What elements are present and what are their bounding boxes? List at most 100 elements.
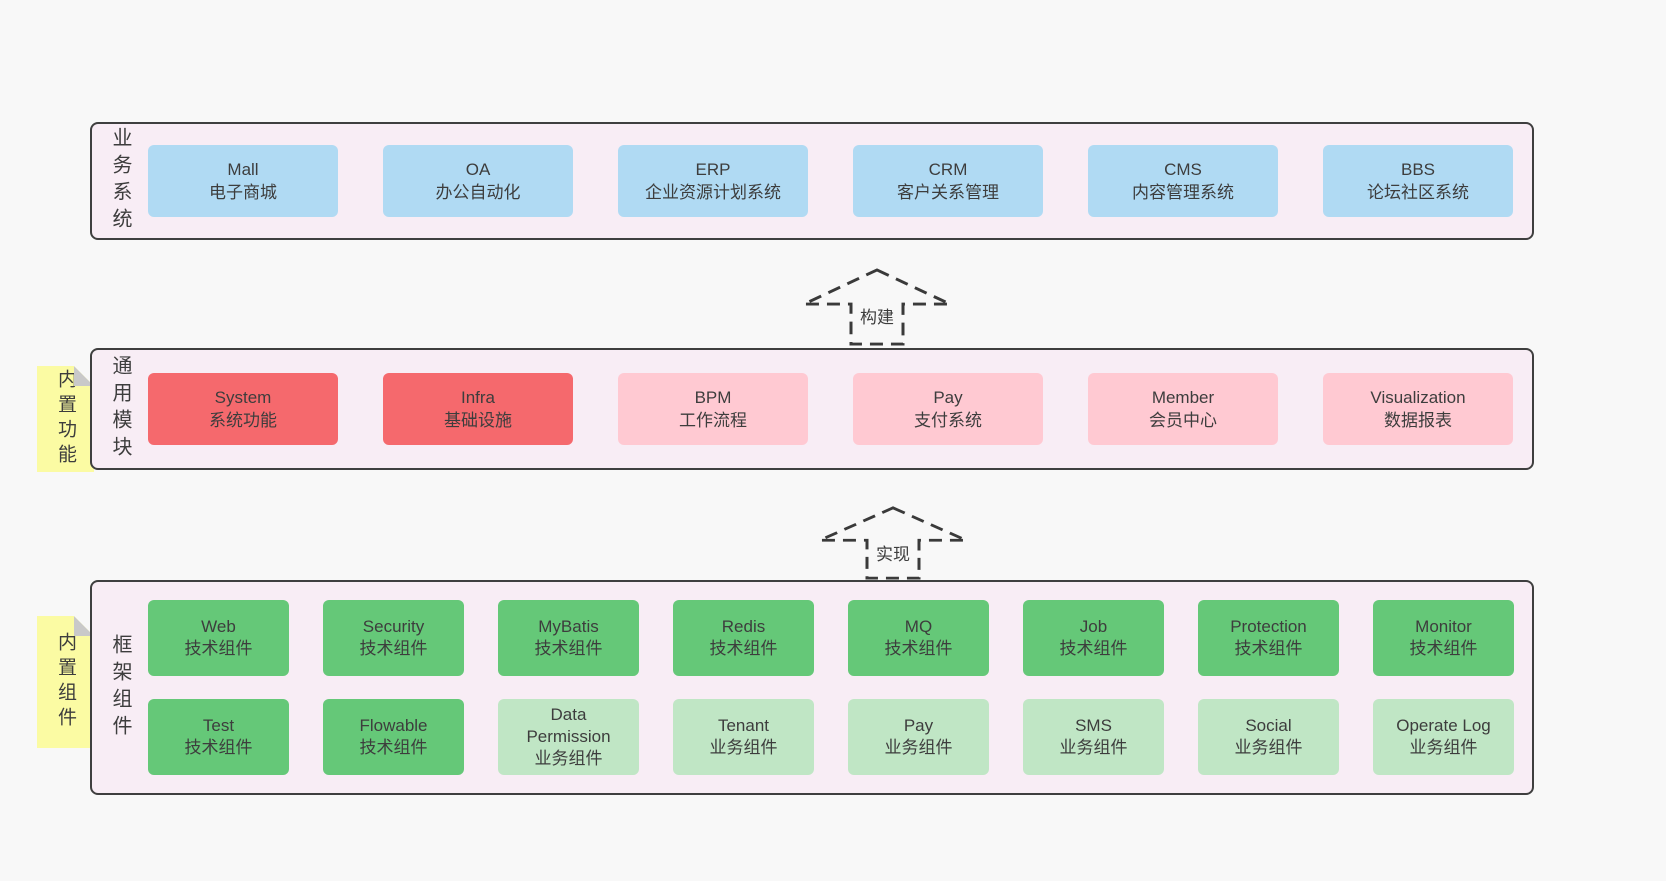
business-systems-boxes: Mall 电子商城 OA 办公自动化 ERP 企业资源计划系统 CRM 客户关系管理 CMS 内容… <box>148 124 1533 238</box>
box-title: Pay <box>933 388 963 407</box>
box-title: Operate Log <box>1396 716 1491 735</box>
box-title: Tenant <box>717 716 770 735</box>
box-subtitle: 技术组件 <box>184 639 253 658</box>
dashed-up-arrow-icon <box>819 506 967 580</box>
box-subtitle: 支付系统 <box>914 411 982 430</box>
box-subtitle: 企业资源计划系统 <box>645 183 781 202</box>
box-redis: Redis 技术组件 <box>673 600 814 676</box>
box-web: Web 技术组件 <box>148 600 289 676</box>
box-monitor: Monitor 技术组件 <box>1373 600 1514 676</box>
box-subtitle: 系统功能 <box>209 411 277 430</box>
box-title: Protection <box>1230 617 1307 636</box>
box-mq: MQ 技术组件 <box>848 600 989 676</box>
box-subtitle: 技术组件 <box>1059 639 1128 658</box>
box-infra: Infra 基础设施 <box>383 373 573 445</box>
panel-label-column: 框架组件 <box>92 582 148 793</box>
box-protection: Protection 技术组件 <box>1198 600 1339 676</box>
common-modules-title: 通用模块 <box>109 355 131 463</box>
box-subtitle: 技术组件 <box>359 639 428 658</box>
box-subtitle: 技术组件 <box>709 639 778 658</box>
dashed-up-arrow-icon <box>803 268 951 346</box>
box-subtitle: 业务组件 <box>1409 738 1478 757</box>
box-data-permission: Data Permission 业务组件 <box>498 699 639 775</box>
box-title: Monitor <box>1415 617 1472 636</box>
box-subtitle: 会员中心 <box>1149 411 1217 430</box>
builtin-components-tab: 内置组件 <box>37 616 94 748</box>
box-subtitle: 内容管理系统 <box>1132 183 1234 202</box>
box-subtitle: 电子商城 <box>209 183 277 202</box>
box-title: BPM <box>694 388 732 407</box>
box-title: ERP <box>695 160 731 179</box>
box-erp: ERP 企业资源计划系统 <box>618 145 808 217</box>
box-title: Pay <box>903 716 934 735</box>
box-subtitle: 业务组件 <box>1059 738 1128 757</box>
box-title: Flowable <box>359 716 428 735</box>
box-title: Test <box>202 716 235 735</box>
business-systems-panel: 业务系统 Mall 电子商城 OA 办公自动化 ERP 企业资源计划系统 CRM 客户关系管理… <box>90 122 1534 240</box>
box-security: Security 技术组件 <box>323 600 464 676</box>
box-title: BBS <box>1400 160 1436 179</box>
box-pay: Pay 业务组件 <box>848 699 989 775</box>
box-subtitle: 技术组件 <box>184 738 253 757</box>
box-subtitle: 客户关系管理 <box>897 183 999 202</box>
box-subtitle: 业务组件 <box>534 749 603 768</box>
business-systems-title: 业务系统 <box>109 127 131 235</box>
framework-components-title: 框架组件 <box>109 633 131 742</box>
box-title: SMS <box>1075 716 1112 735</box>
box-title: Visualization <box>1370 388 1466 407</box>
build-arrow-label: 构建 <box>857 302 897 330</box>
box-title: Infra <box>460 388 496 407</box>
box-mall: Mall 电子商城 <box>148 145 338 217</box>
box-member: Member 会员中心 <box>1088 373 1278 445</box>
box-subtitle: 技术组件 <box>1234 639 1303 658</box>
box-test: Test 技术组件 <box>148 699 289 775</box>
box-flowable: Flowable 技术组件 <box>323 699 464 775</box>
box-title: OA <box>465 160 491 179</box>
box-cms: CMS 内容管理系统 <box>1088 145 1278 217</box>
box-subtitle: 数据报表 <box>1384 411 1452 430</box>
box-oa: OA 办公自动化 <box>383 145 573 217</box>
box-title: Mall <box>227 160 259 179</box>
box-title: Data Permission <box>526 705 611 746</box>
box-title: Redis <box>721 617 766 636</box>
box-sms: SMS 业务组件 <box>1023 699 1164 775</box>
box-mybatis: MyBatis 技术组件 <box>498 600 639 676</box>
box-title: CMS <box>1164 160 1202 179</box>
implement-arrow-label: 实现 <box>873 538 913 566</box>
box-title: CRM <box>928 160 968 179</box>
box-subtitle: 技术组件 <box>359 738 428 757</box>
box-subtitle: 业务组件 <box>1234 738 1303 757</box>
box-title: Security <box>362 617 425 636</box>
box-subtitle: 技术组件 <box>1409 639 1478 658</box>
box-visualization: Visualization 数据报表 <box>1323 373 1513 445</box>
box-subtitle: 基础设施 <box>444 411 512 430</box>
box-title: Member <box>1151 388 1215 407</box>
box-subtitle: 技术组件 <box>534 639 603 658</box>
box-title: Web <box>201 617 236 636</box>
box-subtitle: 业务组件 <box>884 738 953 757</box>
box-operate-log: Operate Log 业务组件 <box>1373 699 1514 775</box>
box-title: MQ <box>904 617 933 636</box>
box-title: System <box>214 388 272 407</box>
box-pay: Pay 支付系统 <box>853 373 1043 445</box>
builtin-functions-label: 内置功能 <box>55 369 76 469</box>
build-arrow: 构建 <box>802 268 952 346</box>
implement-arrow: 实现 <box>818 506 968 580</box>
box-row: Test 技术组件 Flowable 技术组件 Data Permission 业务组件 T… <box>148 699 1514 775</box>
box-title: Job <box>1079 617 1108 636</box>
box-subtitle: 办公自动化 <box>435 183 521 202</box>
box-subtitle: 技术组件 <box>884 639 953 658</box>
builtin-components-label: 内置组件 <box>55 632 76 732</box>
box-system: System 系统功能 <box>148 373 338 445</box>
box-title: MyBatis <box>538 617 599 636</box>
